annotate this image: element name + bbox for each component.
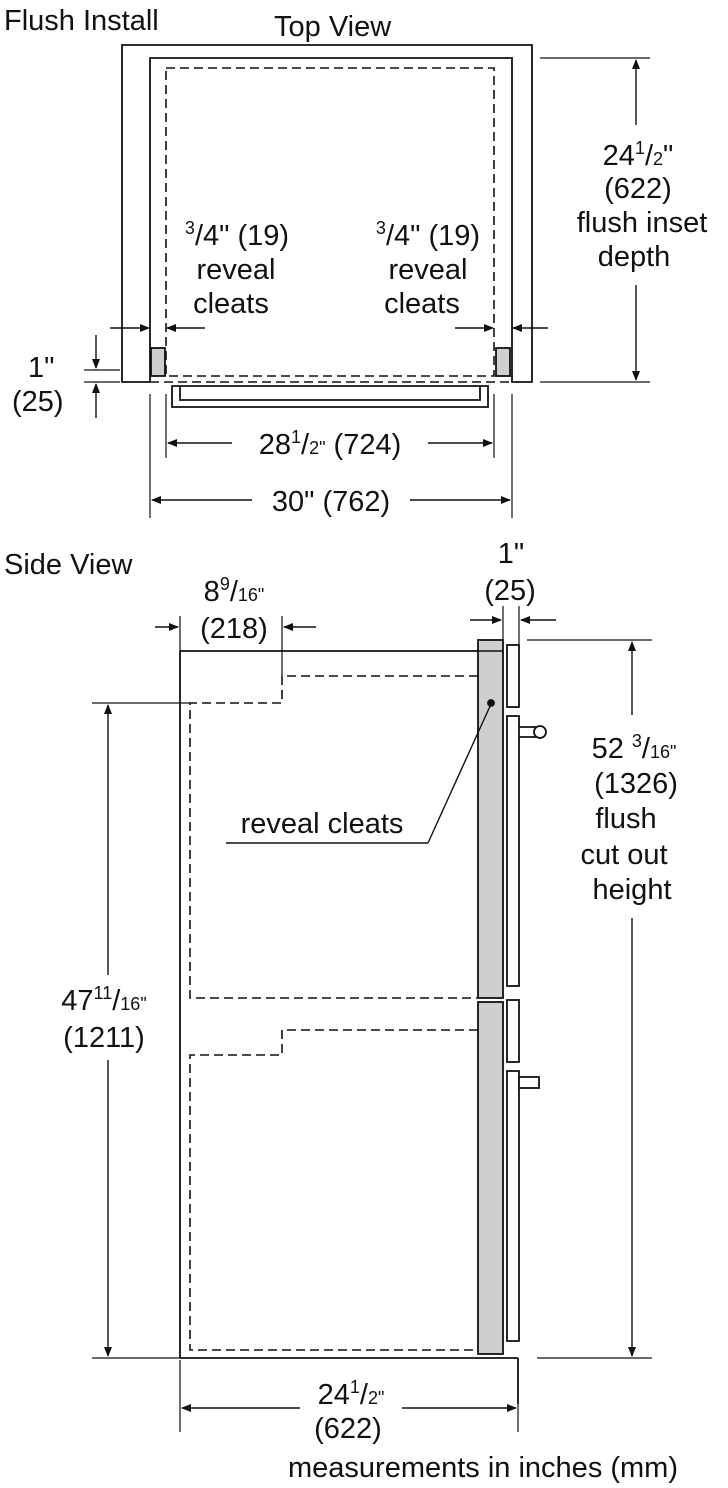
top-view	[84, 44, 650, 518]
upper-control-panel	[506, 644, 520, 708]
top-view-title: Top View	[274, 11, 392, 43]
side-depth-metric: (622)	[314, 1413, 382, 1445]
cabinet-outline	[121, 44, 533, 383]
upper-door-handle	[519, 726, 538, 738]
cutout-fraction: 52 3/16"	[592, 731, 677, 765]
cleat-leader-dot	[487, 699, 495, 707]
cleat-leader-line	[427, 703, 492, 844]
reveal-left-fraction: 3/4" (19)	[185, 218, 289, 252]
front-offset-value: 1"	[498, 538, 524, 570]
lower-door-handle	[518, 1076, 540, 1089]
upper-oven-outline	[189, 675, 478, 999]
setback-fraction: 89/16"	[204, 574, 265, 608]
left-reveal-cleat	[150, 347, 166, 377]
reveal-left-line1: reveal	[197, 254, 276, 286]
setback-metric: (218)	[200, 613, 268, 645]
side-depth-fraction: 241/2"	[318, 1377, 385, 1411]
cabinet-side-outline	[179, 650, 478, 1358]
lip-metric-label: (25)	[12, 386, 64, 418]
upper-oven-door	[506, 715, 520, 987]
reveal-right-line1: reveal	[389, 254, 468, 286]
flush-install-label: Flush Install	[4, 5, 159, 37]
oven-height-fraction: 4711/16"	[61, 983, 146, 1017]
right-reveal-cleat	[495, 347, 511, 377]
side-view	[92, 606, 652, 1432]
reveal-right-fraction: 3/4" (19)	[376, 218, 480, 252]
face-panel-lower	[477, 1001, 504, 1355]
outer-width-label: 30" (762)	[272, 486, 390, 518]
door-handle-outline	[171, 385, 489, 408]
reveal-left-line2: cleats	[193, 288, 269, 320]
oven-height-metric: (1211)	[63, 1022, 145, 1054]
face-panel-upper	[477, 639, 504, 999]
inner-width-label: 281/2" (724)	[259, 427, 402, 461]
cutout-desc-line1: flush	[595, 803, 656, 835]
upper-handle-knob	[533, 725, 547, 739]
depth-desc-line1: flush inset	[577, 207, 708, 239]
reveal-cleats-label: reveal cleats	[241, 808, 404, 840]
lower-control-panel	[506, 999, 520, 1063]
lip-value-label: 1"	[28, 352, 54, 384]
side-view-labels: Side View 89/16" (218) 1" (25) 52 3/16" …	[4, 538, 678, 1484]
depth-metric-label: (622)	[604, 173, 672, 205]
front-offset-metric: (25)	[484, 575, 536, 607]
top-view-labels: Flush Install Top View 241/2" (622) flus…	[4, 5, 707, 518]
cutout-desc-line3: height	[592, 874, 671, 906]
oven-body-outline	[165, 67, 495, 377]
depth-fraction-label: 241/2"	[603, 138, 674, 172]
depth-desc-line2: depth	[598, 241, 671, 273]
cutout-desc-line2: cut out	[580, 839, 667, 871]
side-view-title: Side View	[4, 549, 133, 581]
measurements-footer: measurements in inches (mm)	[288, 1452, 678, 1484]
cutout-metric: (1326)	[594, 768, 678, 800]
reveal-right-line2: cleats	[384, 288, 460, 320]
lower-oven-door	[506, 1070, 520, 1342]
lower-oven-outline	[189, 1029, 478, 1351]
